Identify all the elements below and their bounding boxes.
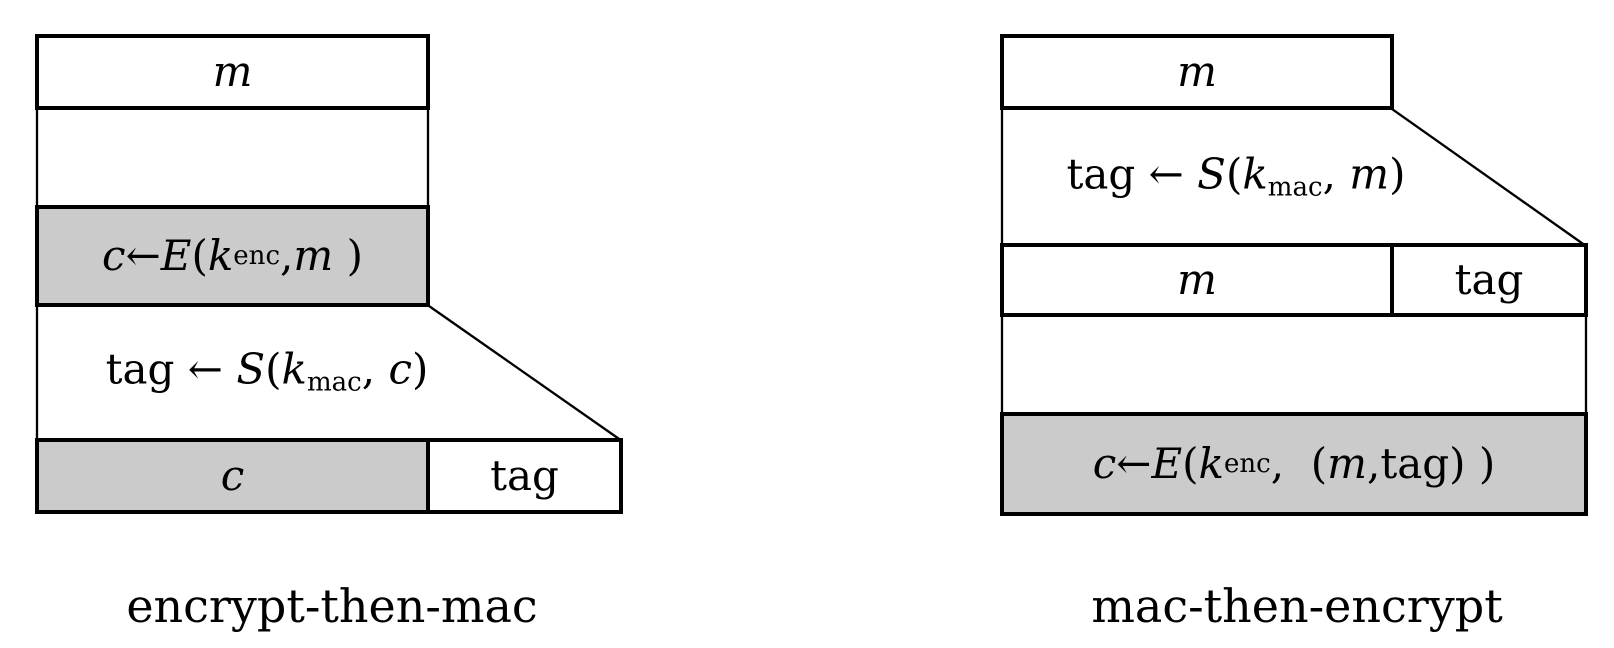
math-segment: k <box>1242 149 1268 199</box>
math-segment: ) <box>1389 149 1406 199</box>
math-segment: tag <box>1454 255 1524 304</box>
math-segment: enc <box>1223 448 1271 479</box>
math-segment: m <box>1327 439 1367 488</box>
math-segment: S <box>1197 149 1226 199</box>
math-segment: k <box>1198 439 1224 488</box>
math-segment: E <box>160 231 192 280</box>
math-segment: tag ← <box>1066 149 1198 199</box>
math-segment: , ( <box>1270 439 1328 488</box>
mte-message-box: m <box>1000 34 1394 110</box>
math-segment: , <box>1366 439 1381 488</box>
math-segment: ← <box>125 231 161 280</box>
etm-mac-step-equation: tag ← S(kmac, c) <box>106 348 429 398</box>
mte-mac-step-equation: tag ← S(kmac, m) <box>1066 153 1405 203</box>
math-segment: c <box>388 344 412 394</box>
etm-message-box: m <box>35 34 430 110</box>
etm-caption: encrypt-then-mac <box>126 579 538 633</box>
math-segment: , <box>361 344 389 394</box>
math-segment: mac <box>1267 172 1323 203</box>
math-segment: ( <box>1182 439 1199 488</box>
math-segment: m <box>1177 255 1217 304</box>
math-segment: ) <box>333 231 363 280</box>
math-segment: m <box>1177 47 1217 96</box>
math-segment: m <box>212 47 253 96</box>
math-segment: ( <box>265 344 282 394</box>
math-segment: k <box>281 344 307 394</box>
math-segment: c <box>102 231 126 280</box>
math-segment: S <box>236 344 266 394</box>
math-segment: ( <box>191 231 208 280</box>
math-segment: ) <box>411 344 429 394</box>
math-segment: ← <box>1116 439 1152 488</box>
etm-diagonal-line <box>428 305 623 442</box>
mte-diagonal-line <box>1391 108 1587 247</box>
mte-row-message-box: m <box>1000 243 1394 317</box>
math-segment: ( <box>1225 149 1243 199</box>
math-segment: tag <box>1380 439 1450 488</box>
math-segment: tag ← <box>105 344 237 394</box>
math-segment: E <box>1151 439 1183 488</box>
math-segment: enc <box>233 240 281 271</box>
mte-row-tag-box: tag <box>1390 243 1588 317</box>
math-segment: m <box>293 231 334 280</box>
math-segment: tag <box>490 451 559 500</box>
math-segment: c <box>220 451 245 500</box>
math-segment: , <box>280 231 294 280</box>
math-segment: ) ) <box>1449 439 1496 488</box>
mte-caption: mac-then-encrypt <box>1091 579 1503 633</box>
etm-output-ciphertext-box: c <box>35 438 430 514</box>
math-segment: k <box>207 231 234 280</box>
math-segment: m <box>1349 149 1390 199</box>
math-segment: mac <box>306 367 362 398</box>
math-segment: c <box>1092 439 1117 488</box>
etm-output-tag-box: tag <box>426 438 623 514</box>
math-segment: , <box>1322 149 1350 199</box>
